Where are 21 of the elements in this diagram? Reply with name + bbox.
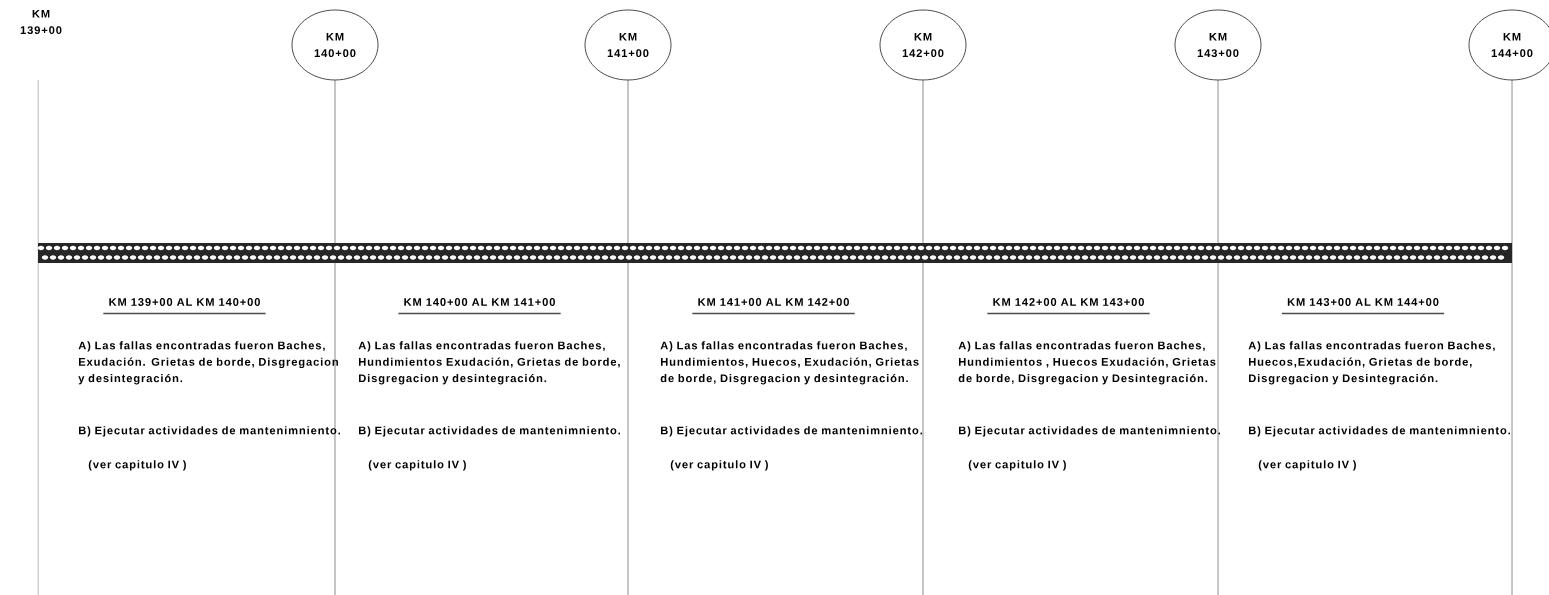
action-text: B) Ejecutar actividades de mantenimniento. [79,426,340,437]
reference-text: (ver capitulo IV ) [88,460,186,471]
action-text: B) Ejecutar actividades de mantenimniento. [1249,426,1510,437]
action-text: B) Ejecutar actividades de mantenimniento. [661,426,922,437]
reference-text: (ver capitulo IV ) [968,460,1066,471]
section-heading: KM 143+00 AL KM 144+00 [1281,298,1445,315]
reference-text: (ver capitulo IV ) [368,460,466,471]
section-heading: KM 142+00 AL KM 143+00 [986,298,1151,315]
finding-text: A) Las fallas encontradas fueron Baches, Hundimientos Exudación, Grietas de borde, Disgregacion y desintegración. [358,341,620,385]
station-label: KM 139+00 [20,9,62,35]
section-heading: KM 141+00 AL KM 142+00 [691,298,856,315]
finding-text: A) Las fallas encontradas fueron Baches, Huecos,Exudación, Grietas de borde, Disgregacion y Desintegración. [1248,341,1495,385]
action-text: B) Ejecutar actividades de mantenimniento. [959,426,1220,437]
finding-text: A) Las fallas encontradas fueron Baches, Hundimientos , Huecos Exudación, Grietas de borde, Disgregacion y Desintegración. [958,341,1216,385]
reference-text: (ver capitulo IV ) [670,460,768,471]
action-text: B) Ejecutar actividades de mantenimniento. [359,426,620,437]
section-heading: KM 139+00 AL KM 140+00 [102,298,267,315]
section-heading: KM 140+00 AL KM 141+00 [397,298,562,315]
finding-text: A) Las fallas encontradas fueron Baches, Hundimientos, Huecos, Exudación, Grietas de borde, Disgregacion y desintegración. [660,341,919,385]
finding-text: A) Las fallas encontradas fueron Baches, Exudación. Grietas de borde, Disgregacion y desintegración. [78,341,338,385]
reference-text: (ver capitulo IV ) [1258,460,1356,471]
